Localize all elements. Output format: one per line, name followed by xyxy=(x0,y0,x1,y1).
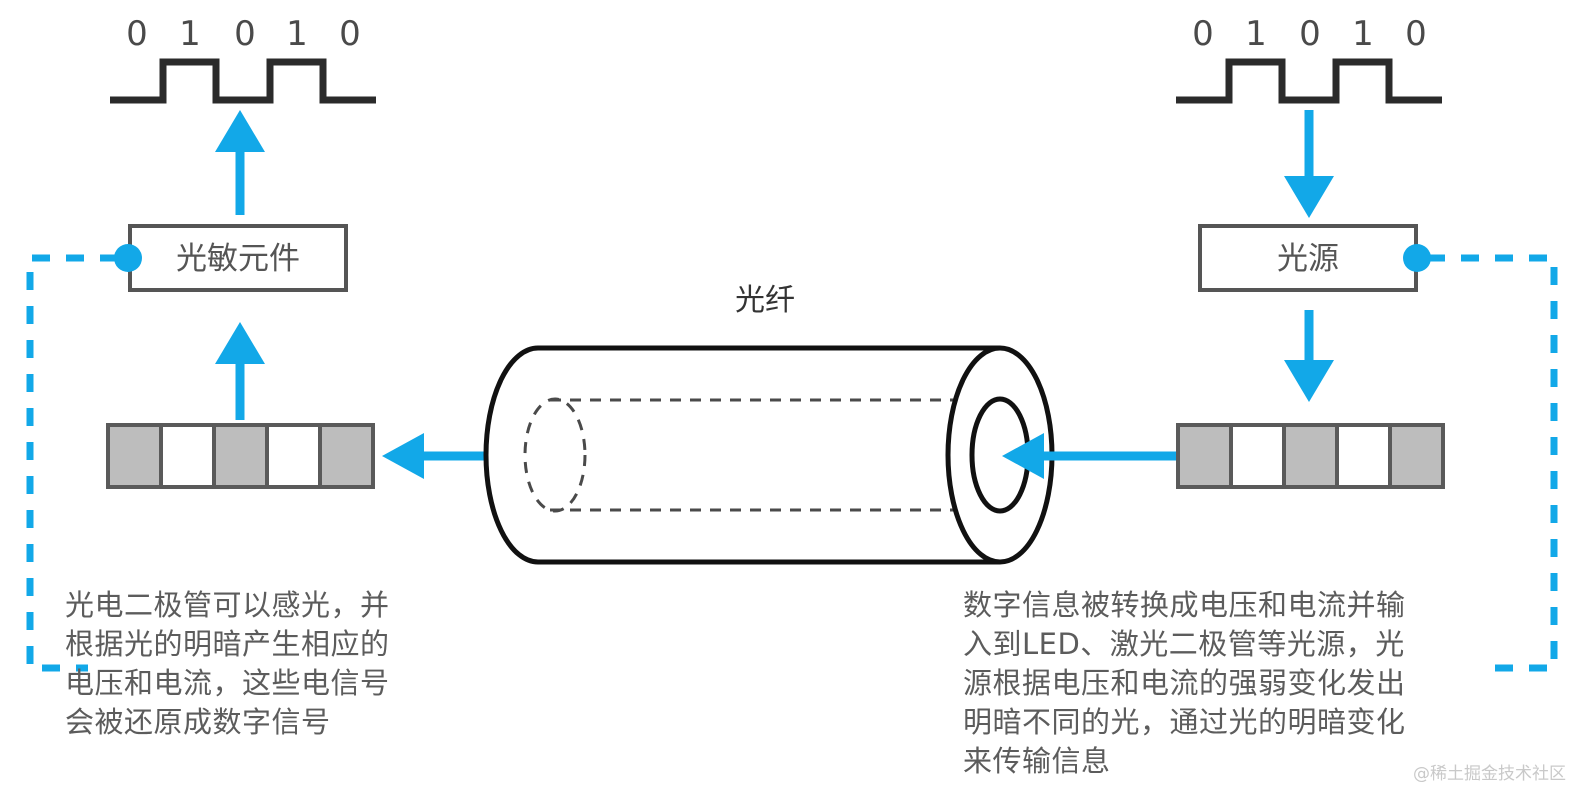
right-square-wave xyxy=(1176,58,1442,104)
photosensitive-component-label: 光敏元件 xyxy=(176,241,300,277)
left-arrow-cells-to-box xyxy=(215,322,265,420)
left-caption-line-3: 会被还原成数字信号 xyxy=(65,705,331,739)
right-cell-2 xyxy=(1282,423,1339,489)
left-bit-cell-strip xyxy=(106,423,375,489)
light-source-box xyxy=(1198,224,1418,292)
right-caption-line-2: 源根据电压和电流的强弱变化发出 xyxy=(963,666,1406,700)
fiber-label: 光纤 xyxy=(735,283,795,318)
right-cell-3 xyxy=(1335,423,1392,489)
left-bit-0: 0 xyxy=(126,14,148,54)
left-cell-0 xyxy=(106,423,163,489)
left-caption-line-0: 光电二极管可以感光，并 xyxy=(65,588,390,622)
right-bit-0: 0 xyxy=(1192,14,1214,54)
right-arrow-cells-to-fiber xyxy=(1002,433,1176,479)
light-source-label: 光源 xyxy=(1277,241,1339,277)
left-caption-line-1: 根据光的明暗产生相应的 xyxy=(65,627,390,661)
left-cell-3 xyxy=(265,423,322,489)
right-arrow-box-to-cells xyxy=(1284,310,1334,402)
right-bit-4: 0 xyxy=(1405,14,1427,54)
left-bit-2: 0 xyxy=(234,14,256,54)
right-caption-line-3: 明暗不同的光，通过光的明暗变化 xyxy=(963,705,1406,739)
right-bit-cell-strip xyxy=(1176,423,1445,489)
left-caption-line-2: 电压和电流，这些电信号 xyxy=(65,666,390,700)
right-cell-4 xyxy=(1388,423,1445,489)
left-dashed-feedback-path xyxy=(26,254,118,672)
left-bit-4: 0 xyxy=(339,14,361,54)
left-cell-1 xyxy=(159,423,216,489)
right-connector-dot xyxy=(1403,244,1431,272)
right-bit-2: 0 xyxy=(1299,14,1321,54)
right-caption-line-1: 入到LED、激光二极管等光源，光 xyxy=(963,627,1405,661)
right-bit-1: 1 xyxy=(1245,14,1267,54)
right-bit-3: 1 xyxy=(1352,14,1374,54)
left-cell-2 xyxy=(212,423,269,489)
right-caption-line-4: 来传输信息 xyxy=(963,744,1111,778)
left-bit-3: 1 xyxy=(286,14,308,54)
right-cell-0 xyxy=(1176,423,1233,489)
photosensitive-component-box xyxy=(128,224,348,292)
left-square-wave xyxy=(110,58,376,104)
watermark: @稀土掘金技术社区 xyxy=(1413,764,1566,784)
left-arrow-box-to-wave xyxy=(215,110,265,215)
left-cell-4 xyxy=(318,423,375,489)
fiber-optic-cylinder xyxy=(483,345,1055,565)
left-bit-1: 1 xyxy=(179,14,201,54)
left-connector-dot xyxy=(114,244,142,272)
right-cell-1 xyxy=(1229,423,1286,489)
left-arrow-fiber-to-cells xyxy=(382,433,490,479)
right-dashed-feedback-path xyxy=(1427,254,1558,672)
right-arrow-wave-to-box xyxy=(1284,110,1334,218)
right-caption-line-0: 数字信息被转换成电压和电流并输 xyxy=(963,588,1406,622)
